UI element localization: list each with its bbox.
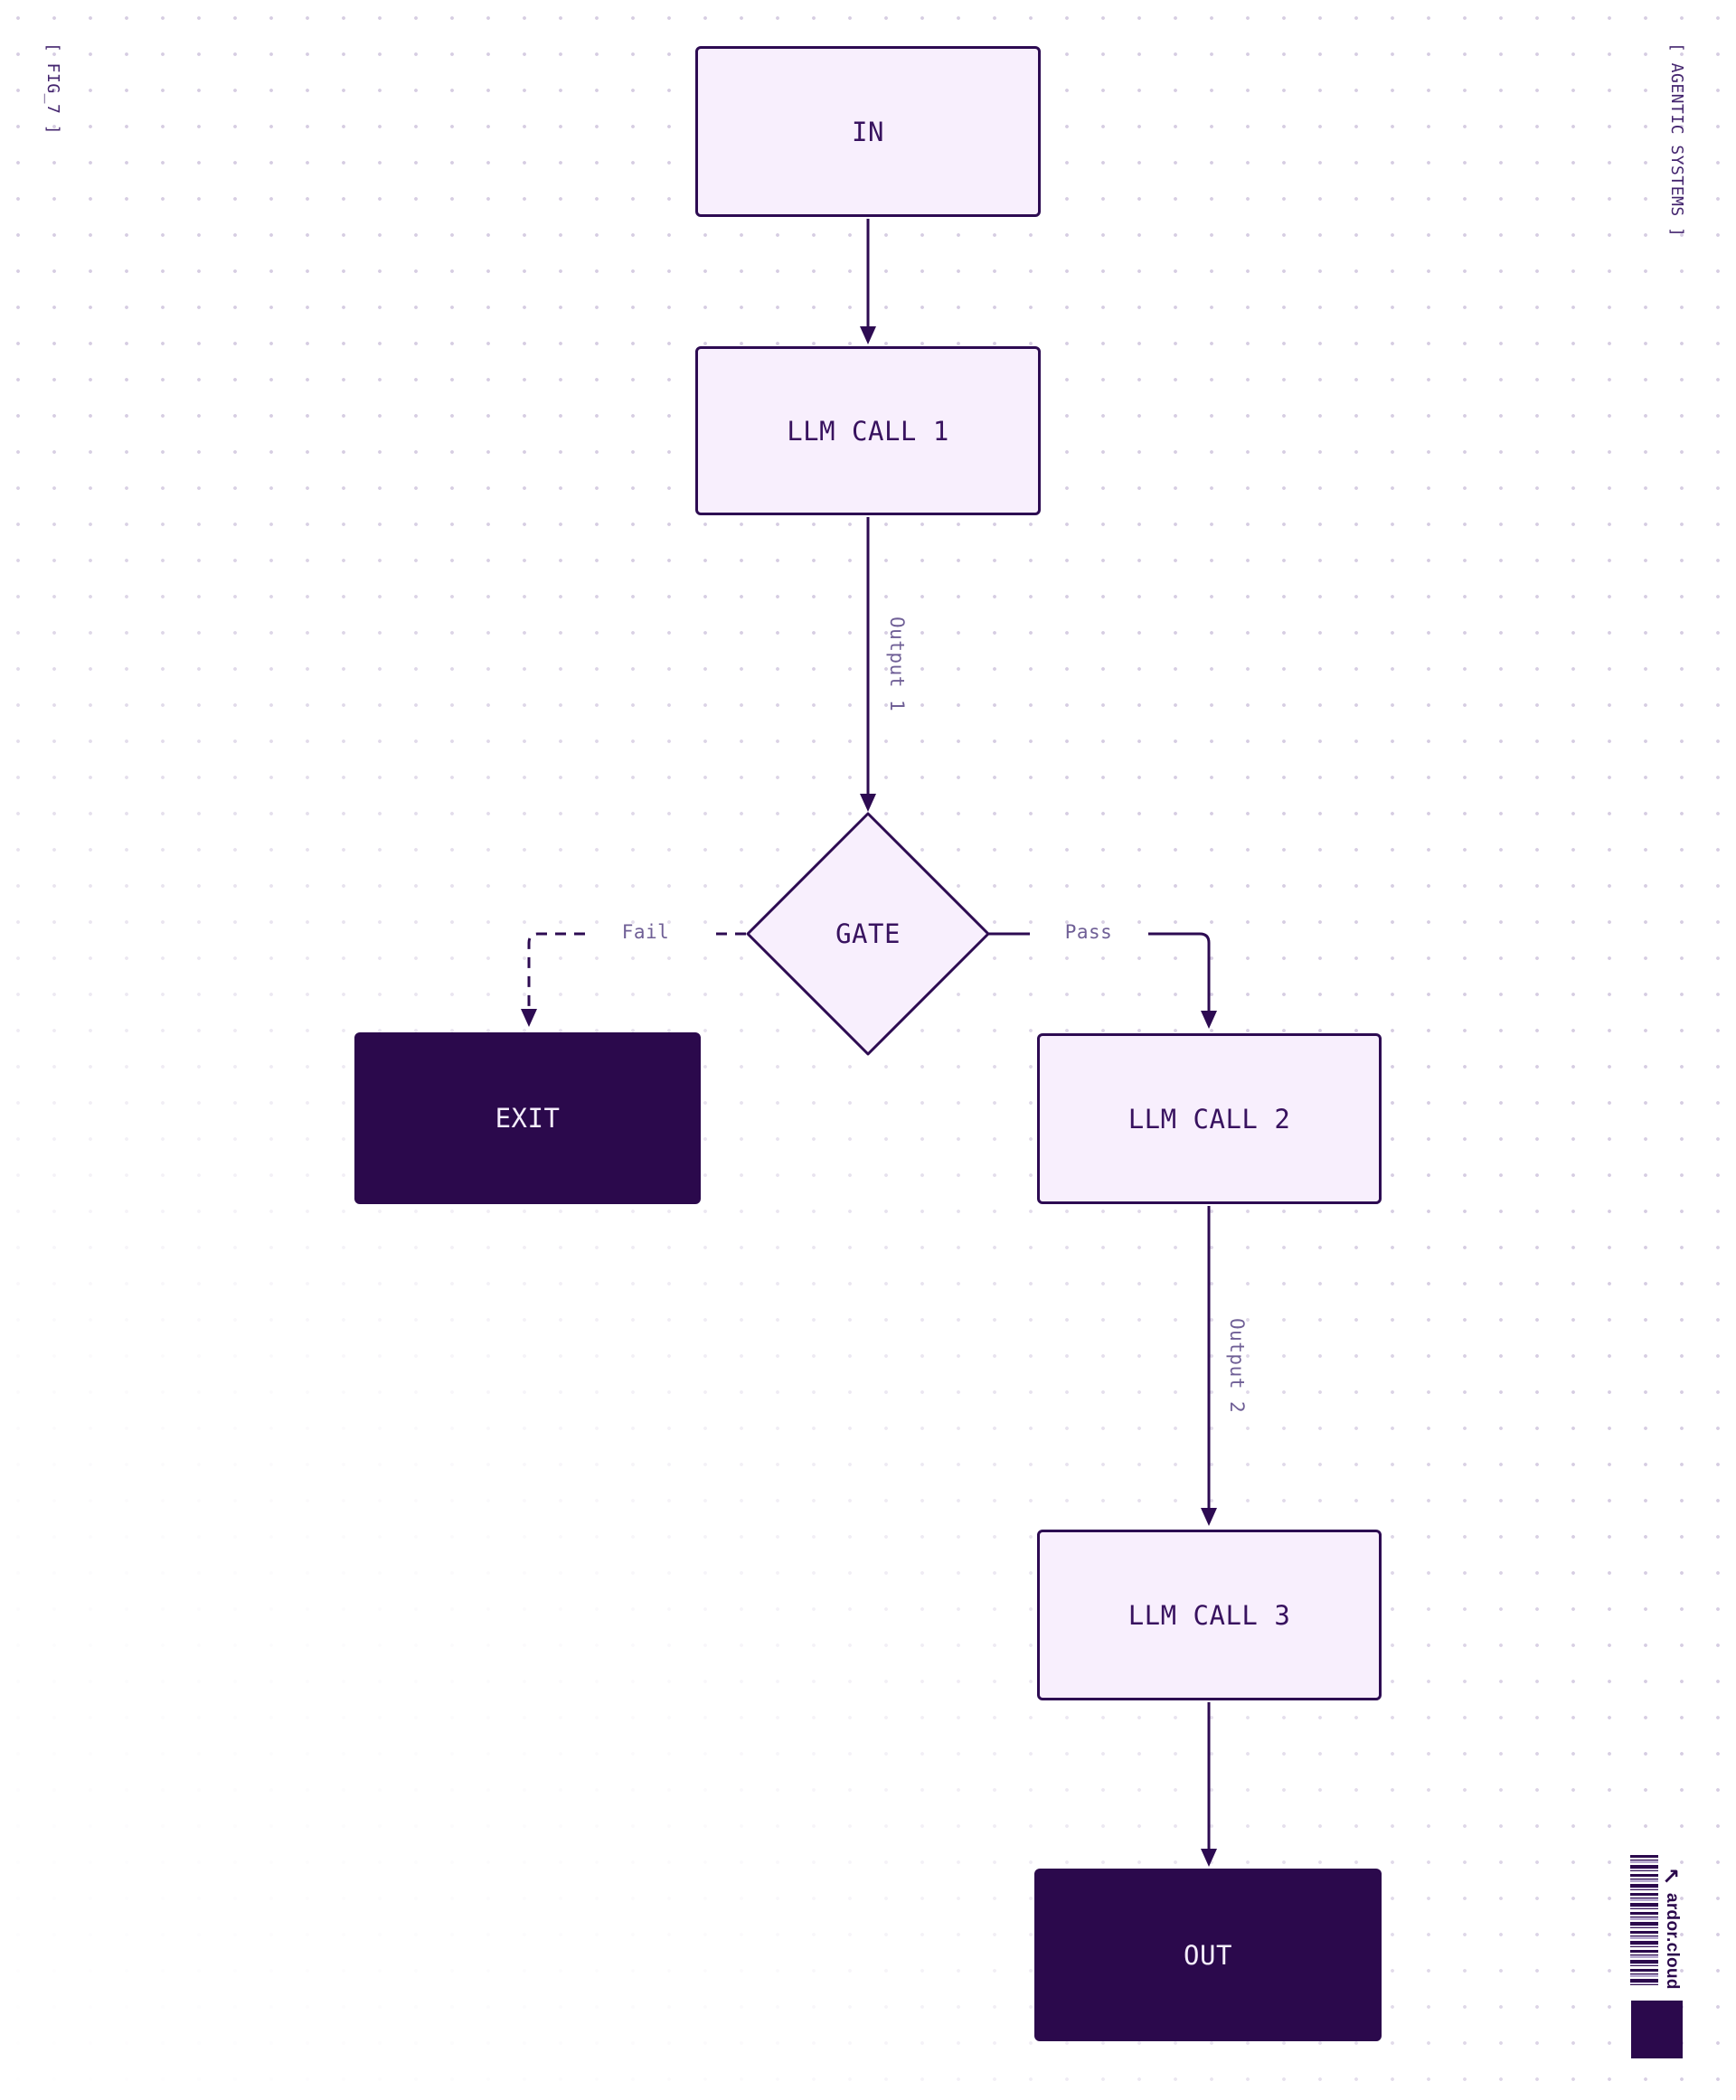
barcode <box>1630 1855 1658 1987</box>
brand-square-mark <box>1631 2001 1683 2058</box>
node-llm-call-1: LLM CALL 1 <box>695 346 1041 515</box>
arrowhead-icon <box>1201 1508 1217 1526</box>
edge-gate-llm2 <box>988 932 1211 1011</box>
edge-label-output-2: Output 2 <box>1226 1318 1248 1414</box>
arrow-up-right-icon: ↗ <box>1662 1864 1681 1889</box>
arrowhead-icon <box>1201 1011 1217 1029</box>
node-out: OUT <box>1034 1869 1382 2041</box>
node-gate-diamond <box>746 812 990 1056</box>
node-llm-call-2: LLM CALL 2 <box>1037 1033 1382 1204</box>
node-exit-label: EXIT <box>495 1103 561 1134</box>
arrowhead-icon <box>860 794 876 812</box>
node-llm-call-1-label: LLM CALL 1 <box>787 415 949 447</box>
arrowhead-icon <box>1201 1849 1217 1867</box>
brand-wordmark: ardor.cloud <box>1663 1893 1682 1990</box>
edge-label-pass: Pass <box>1064 921 1113 943</box>
edge-label-fail: Fail <box>621 921 670 943</box>
arrowhead-icon <box>860 326 876 344</box>
node-out-label: OUT <box>1184 1939 1232 1971</box>
node-llm-call-2-label: LLM CALL 2 <box>1127 1103 1291 1135</box>
node-in: IN <box>695 46 1041 217</box>
node-llm-call-3: LLM CALL 3 <box>1037 1530 1382 1700</box>
node-exit: EXIT <box>354 1032 701 1204</box>
arrowhead-icon <box>521 1009 537 1027</box>
edge-gate-exit <box>527 932 746 1009</box>
figure-number-label: [ FIG_7 ] <box>43 42 62 136</box>
series-title-label: [ AGENTIC SYSTEMS ] <box>1667 42 1686 238</box>
edge-label-output-1: Output 1 <box>886 617 908 712</box>
node-gate-label: GATE <box>835 918 901 949</box>
node-llm-call-3-label: LLM CALL 3 <box>1127 1599 1291 1631</box>
node-in-label: IN <box>852 116 884 147</box>
